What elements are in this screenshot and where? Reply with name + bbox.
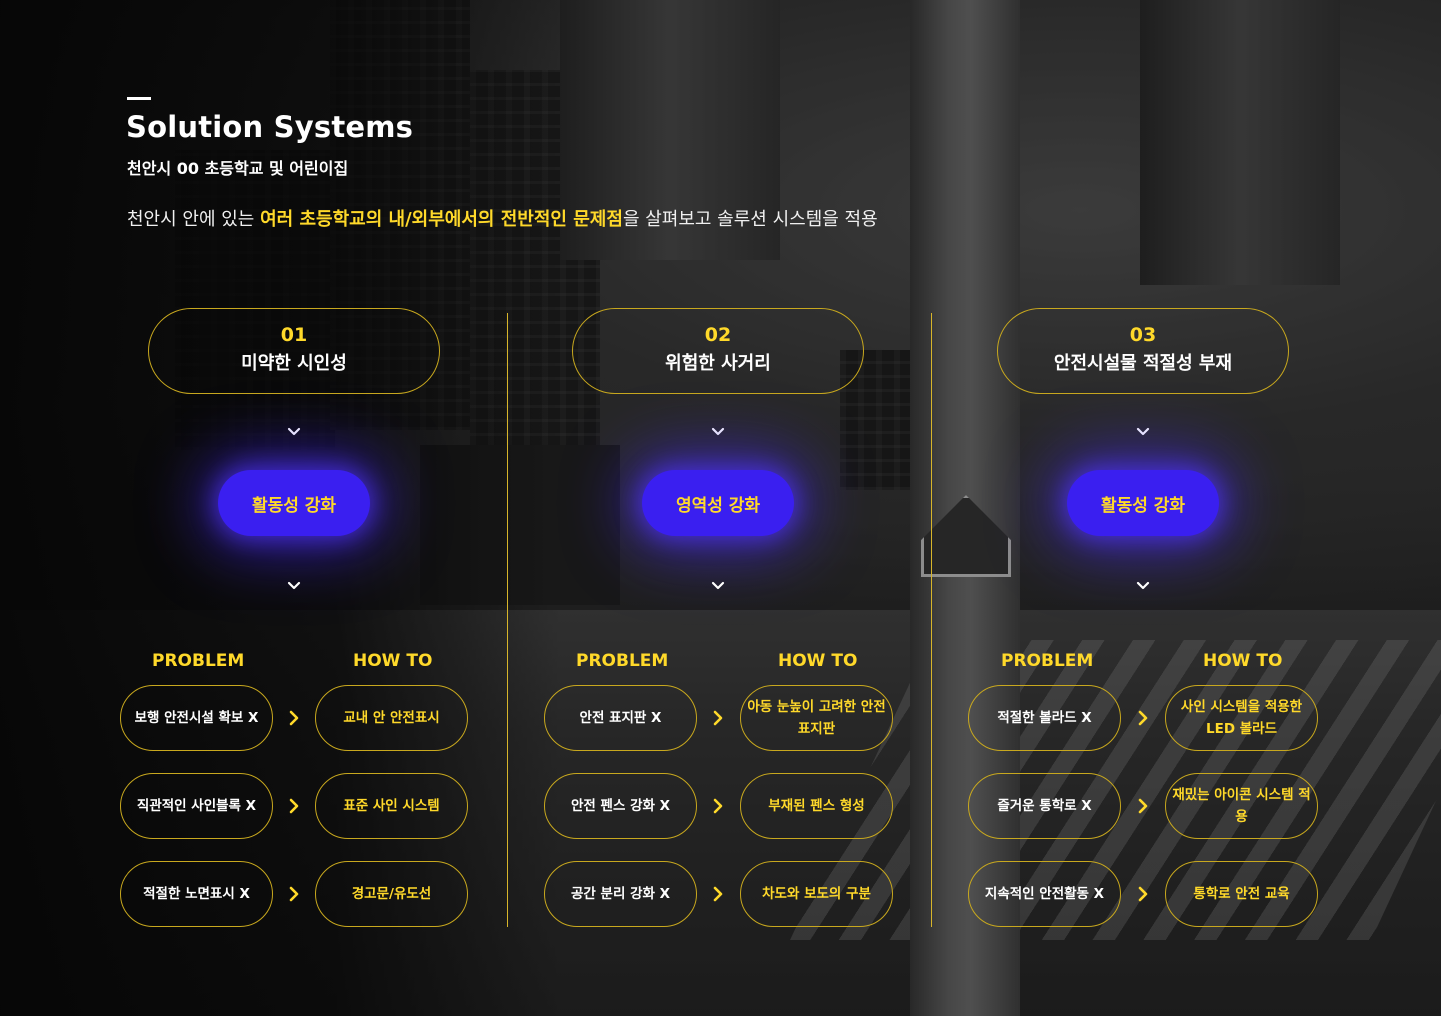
- description-suffix: 을 살펴보고 솔루션 시스템을 적용: [622, 209, 878, 230]
- problem-pill: 지속적인 안전활동 X: [968, 861, 1121, 927]
- category-pill-01: 01 미약한 시인성: [148, 308, 440, 394]
- problem-pill: 적절한 볼라드 X: [968, 685, 1121, 751]
- traffic-signal: [1140, 0, 1340, 285]
- howto-pill: 사인 시스템을 적용한LED 볼라드: [1165, 685, 1318, 751]
- howto-pill: 재밌는 아이콘 시스템 적용: [1165, 773, 1318, 839]
- howto-pill: 표준 사인 시스템: [315, 773, 468, 839]
- chevron-right-icon: [1137, 885, 1149, 903]
- column-divider: [507, 313, 508, 927]
- page-description: 천안시 안에 있는 여러 초등학교의 내/외부에서의 전반적인 문제점을 살펴보…: [127, 205, 878, 231]
- category-name: 미약한 시인성: [241, 353, 347, 374]
- category-number: 01: [280, 324, 308, 346]
- chevron-right-icon: [1137, 797, 1149, 815]
- column-divider: [931, 313, 932, 927]
- focus-pill: 활동성 강화: [1067, 470, 1219, 536]
- howto-pill: 교내 안 안전표시: [315, 685, 468, 751]
- description-highlight: 여러 초등학교의 내/외부에서의 전반적인 문제점: [260, 209, 623, 230]
- problem-pill: 안전 표지판 X: [544, 685, 697, 751]
- chevron-down-icon: [1136, 425, 1150, 439]
- traffic-signal: [560, 0, 780, 260]
- category-pill-02: 02 위험한 사거리: [572, 308, 864, 394]
- category-pill-03: 03 안전시설물 적절성 부재: [997, 308, 1289, 394]
- problem-pill: 직관적인 사인블록 X: [120, 773, 273, 839]
- howto-label: HOW TO: [353, 651, 433, 671]
- howto-pill: 경고문/유도선: [315, 861, 468, 927]
- problem-pill: 적절한 노면표시 X: [120, 861, 273, 927]
- category-name: 안전시설물 적절성 부재: [1053, 353, 1233, 374]
- page-title: Solution Systems: [126, 110, 414, 144]
- chevron-down-icon: [711, 425, 725, 439]
- page-subtitle: 천안시 00 초등학교 및 어린이집: [127, 159, 349, 178]
- howto-pill: 부재된 펜스 형성: [740, 773, 893, 839]
- problem-label: PROBLEM: [152, 651, 245, 671]
- chevron-right-icon: [288, 797, 300, 815]
- problem-label: PROBLEM: [1001, 651, 1094, 671]
- chevron-right-icon: [1137, 709, 1149, 727]
- problem-pill: 보행 안전시설 확보 X: [120, 685, 273, 751]
- chevron-right-icon: [712, 797, 724, 815]
- howto-pill: 차도와 보도의 구분: [740, 861, 893, 927]
- chevron-right-icon: [712, 885, 724, 903]
- chevron-down-icon: [711, 579, 725, 593]
- category-number: 03: [1129, 324, 1157, 346]
- category-name: 위험한 사거리: [665, 353, 771, 374]
- chevron-down-icon: [1136, 579, 1150, 593]
- howto-pill: 통학로 안전 교육: [1165, 861, 1318, 927]
- chevron-right-icon: [288, 885, 300, 903]
- description-prefix: 천안시 안에 있는: [127, 209, 261, 230]
- focus-pill: 활동성 강화: [218, 470, 370, 536]
- chevron-right-icon: [712, 709, 724, 727]
- problem-label: PROBLEM: [576, 651, 669, 671]
- problem-pill: 안전 펜스 강화 X: [544, 773, 697, 839]
- chevron-down-icon: [287, 425, 301, 439]
- howto-label: HOW TO: [1203, 651, 1283, 671]
- problem-pill: 즐거운 통학로 X: [968, 773, 1121, 839]
- howto-label: HOW TO: [778, 651, 858, 671]
- problem-pill: 공간 분리 강화 X: [544, 861, 697, 927]
- chevron-right-icon: [288, 709, 300, 727]
- focus-pill: 영역성 강화: [642, 470, 794, 536]
- title-accent-bar: [127, 97, 151, 100]
- chevron-down-icon: [287, 579, 301, 593]
- howto-pill: 아동 눈높이 고려한 안전 표지판: [740, 685, 893, 751]
- category-number: 02: [704, 324, 732, 346]
